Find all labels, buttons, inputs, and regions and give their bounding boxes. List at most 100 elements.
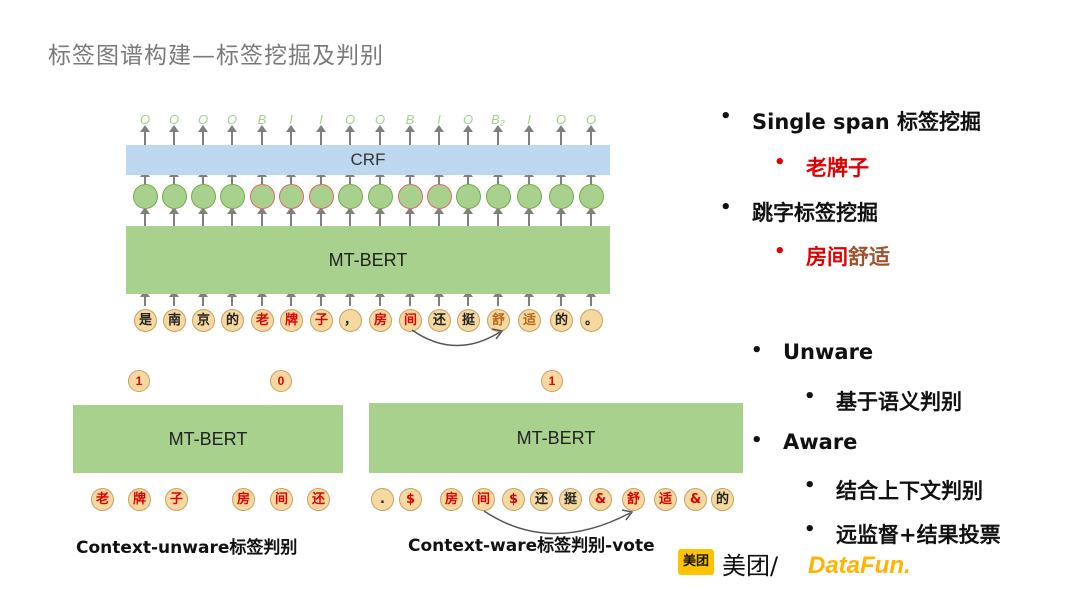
arrow-up: [463, 290, 473, 306]
bullet-dot: •: [774, 152, 786, 173]
input-token: 南: [163, 309, 186, 332]
arrow-up: [286, 207, 296, 226]
input-token: 还: [428, 309, 451, 332]
bullet-unaware-sub: •基于语义判别: [804, 386, 962, 414]
tag-label: O: [374, 112, 386, 127]
hidden-node: [486, 184, 511, 209]
arrow-up: [286, 125, 296, 145]
input-token: 。: [580, 309, 603, 332]
bullet-dot: •: [804, 475, 816, 496]
meituan-logo-text: 美团/: [722, 552, 779, 580]
input-token: 房: [369, 309, 392, 332]
tag-label: I: [289, 112, 293, 127]
hidden-node: [427, 184, 452, 209]
bullet-single-span-example: •老牌子: [774, 152, 869, 180]
input-token: 牌: [280, 309, 303, 332]
arrow-up: [434, 290, 444, 306]
arrow-up: [375, 170, 385, 184]
arrow-up: [493, 170, 503, 184]
arrow-up: [286, 290, 296, 306]
tag-label: O: [139, 112, 151, 127]
hidden-node: [279, 184, 304, 209]
input-token: ，: [339, 309, 362, 332]
hidden-node: [191, 184, 216, 209]
aware-caption: Context-ware标签判别-vote: [408, 536, 655, 556]
input-token: &: [589, 488, 612, 511]
unaware-caption: Context-unware标签判别: [76, 538, 298, 558]
skip-arc-top: [411, 328, 504, 347]
hidden-node: [309, 184, 334, 209]
hidden-node: [162, 184, 187, 209]
tag-label: O: [168, 112, 180, 127]
arrow-up: [227, 170, 237, 184]
bullet-skip-word: •跳字标签挖掘: [720, 197, 878, 225]
arrow-up: [198, 290, 208, 306]
arrow-up: [405, 207, 415, 226]
arrow-up: [556, 207, 566, 226]
input-token: 老: [91, 488, 114, 511]
arrow-up: [345, 125, 355, 145]
hidden-node: [338, 184, 363, 209]
input-token: 房: [232, 488, 255, 511]
arrow-up: [345, 170, 355, 184]
arrow-up: [169, 290, 179, 306]
bullet-aware: •Aware: [751, 430, 858, 454]
arrow-up: [493, 290, 503, 306]
tag-label: I: [527, 112, 531, 127]
input-token: 牌: [128, 488, 151, 511]
bullet-single-span: •Single span 标签挖掘: [720, 106, 982, 134]
crf-layer: CRF: [126, 145, 610, 175]
input-token: 的: [221, 309, 244, 332]
input-token: 挺: [457, 309, 480, 332]
input-token: 适: [518, 309, 541, 332]
bullet-dot: •: [720, 106, 732, 127]
tag-label: I: [319, 112, 323, 127]
arrow-up: [227, 207, 237, 226]
meituan-logo-badge: 美团: [678, 549, 714, 575]
tag-label: B: [257, 112, 267, 127]
bullet-dot: •: [751, 430, 763, 451]
hidden-node: [133, 184, 158, 209]
arrow-up: [434, 207, 444, 226]
arrow-up: [345, 207, 355, 226]
arrow-up: [405, 125, 415, 145]
input-token: 京: [192, 309, 215, 332]
mt-bert-aware: MT-BERT: [369, 403, 743, 473]
tag-label: O: [555, 112, 567, 127]
hidden-node: [579, 184, 604, 209]
input-token: $: [399, 488, 422, 511]
arrow-up: [434, 125, 444, 145]
input-token: 舒: [487, 309, 510, 332]
arrow-up: [586, 170, 596, 184]
input-token: 舒: [622, 488, 645, 511]
arrow-up: [556, 170, 566, 184]
datafun-logo: DataFun.: [808, 552, 911, 579]
arrow-up: [345, 290, 355, 306]
bullet-dot: •: [804, 386, 816, 407]
input-token: 的: [711, 488, 734, 511]
arrow-up: [556, 125, 566, 145]
arrow-up: [405, 290, 415, 306]
input-token: &: [684, 488, 707, 511]
bullet-dot: •: [720, 197, 732, 218]
arrow-up: [434, 170, 444, 184]
input-token: 老: [251, 309, 274, 332]
arrow-up: [586, 207, 596, 226]
arrow-up: [169, 125, 179, 145]
arrow-up: [140, 207, 150, 226]
bullet-aware-sub-2: •远监督+结果投票: [804, 519, 1001, 547]
arrow-up: [198, 125, 208, 145]
input-token: 还: [530, 488, 553, 511]
input-token: 间: [472, 488, 495, 511]
arrow-up: [375, 125, 385, 145]
arrow-up: [227, 125, 237, 145]
arrow-up: [198, 207, 208, 226]
input-token: 房: [440, 488, 463, 511]
input-token: 是: [134, 309, 157, 332]
input-token: .: [371, 488, 394, 511]
hidden-node: [456, 184, 481, 209]
arrow-up: [493, 207, 503, 226]
arrow-up: [493, 125, 503, 145]
input-token: 挺: [559, 488, 582, 511]
input-token: 间: [399, 309, 422, 332]
